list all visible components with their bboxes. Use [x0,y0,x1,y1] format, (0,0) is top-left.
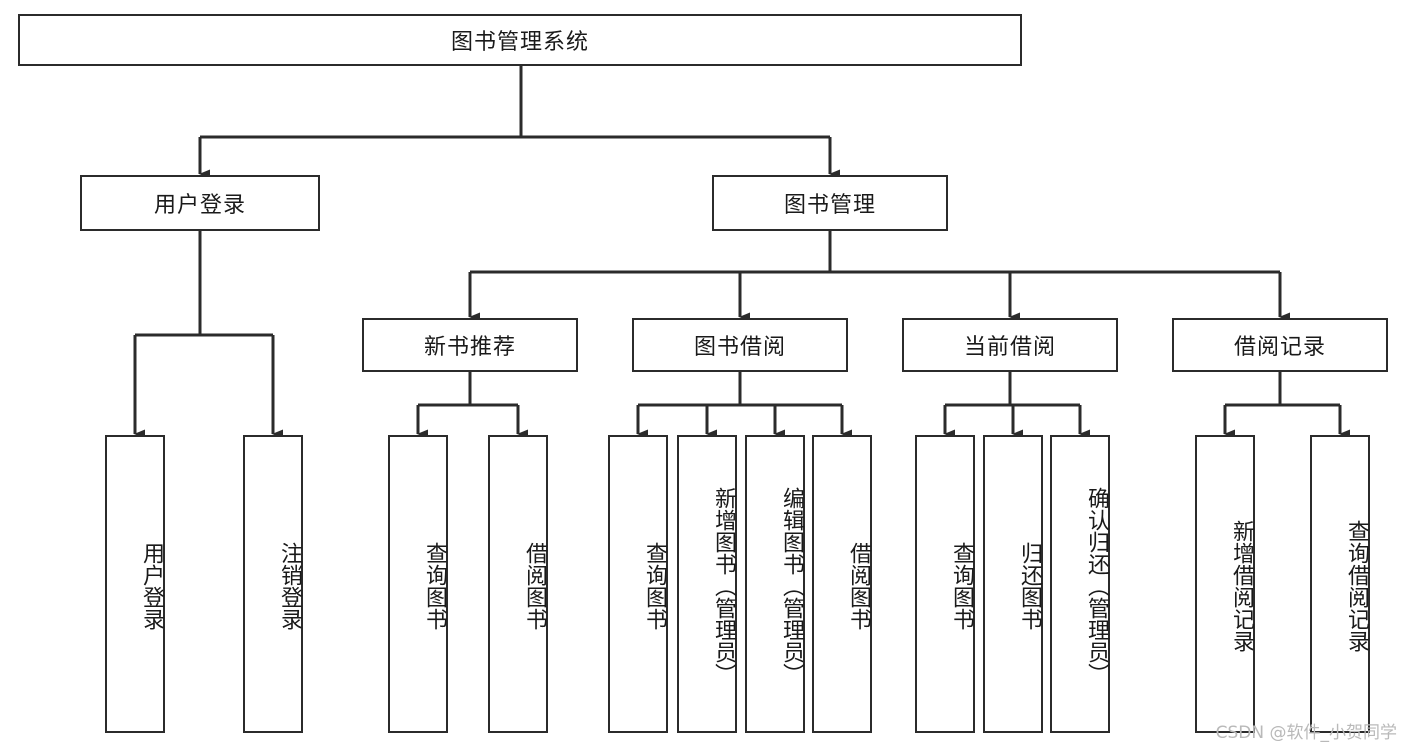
leaf-node-leaf-query-book-1[interactable]: 查询图书 [388,435,448,733]
leaf-node-leaf-return-book[interactable]: 归还图书 [983,435,1043,733]
node-label: 借阅图书 [522,542,547,630]
node-label: 当前借阅 [963,335,1056,360]
node-label: 用户登录 [153,193,246,218]
node-label: 查询图书 [422,542,447,630]
leaf-node-leaf-query-book-2[interactable]: 查询图书 [608,435,668,733]
level3-node-new-book-rec[interactable]: 新书推荐 [362,318,578,372]
node-label: 新书推荐 [423,335,516,360]
level2-node-user-login[interactable]: 用户登录 [80,175,320,231]
node-label: 借阅图书 [846,542,871,630]
node-label: 查询借阅记录 [1344,520,1369,652]
node-label: 图书管理系统 [450,30,589,55]
leaf-node-leaf-borrow-book-2[interactable]: 借阅图书 [812,435,872,733]
watermark-text: CSDN @软件_小贺同学 [1215,723,1397,743]
leaf-node-leaf-add-record[interactable]: 新增借阅记录 [1195,435,1255,733]
leaf-node-leaf-query-book-3[interactable]: 查询图书 [915,435,975,733]
leaf-node-leaf-confirm-return[interactable]: 确认归还（管理员） [1050,435,1110,733]
node-label: 查询图书 [642,542,667,630]
root-node-root[interactable]: 图书管理系统 [18,14,1022,66]
leaf-node-leaf-user-login[interactable]: 用户登录 [105,435,165,733]
level3-node-current-borrow[interactable]: 当前借阅 [902,318,1118,372]
leaf-node-leaf-add-book[interactable]: 新增图书（管理员） [677,435,737,733]
node-label: 确认归还（管理员） [1084,487,1109,685]
leaf-node-leaf-query-record[interactable]: 查询借阅记录 [1310,435,1370,733]
node-label: 借阅记录 [1233,335,1326,360]
leaf-node-leaf-borrow-book-1[interactable]: 借阅图书 [488,435,548,733]
level3-node-book-borrow[interactable]: 图书借阅 [632,318,848,372]
connector-edges [133,66,1350,439]
level2-node-book-manage[interactable]: 图书管理 [712,175,948,231]
level3-node-borrow-record[interactable]: 借阅记录 [1172,318,1388,372]
node-label: 查询图书 [949,542,974,630]
leaf-node-leaf-logout[interactable]: 注销登录 [243,435,303,733]
leaf-node-leaf-edit-book[interactable]: 编辑图书（管理员） [745,435,805,733]
node-label: 图书借阅 [693,335,786,360]
node-label: 归还图书 [1017,542,1042,630]
node-label: 新增图书（管理员） [711,487,736,685]
node-label: 新增借阅记录 [1229,520,1254,652]
node-label: 图书管理 [783,193,876,218]
node-label: 编辑图书（管理员） [779,487,804,685]
node-label: 用户登录 [139,542,164,630]
node-label: 注销登录 [277,542,302,630]
